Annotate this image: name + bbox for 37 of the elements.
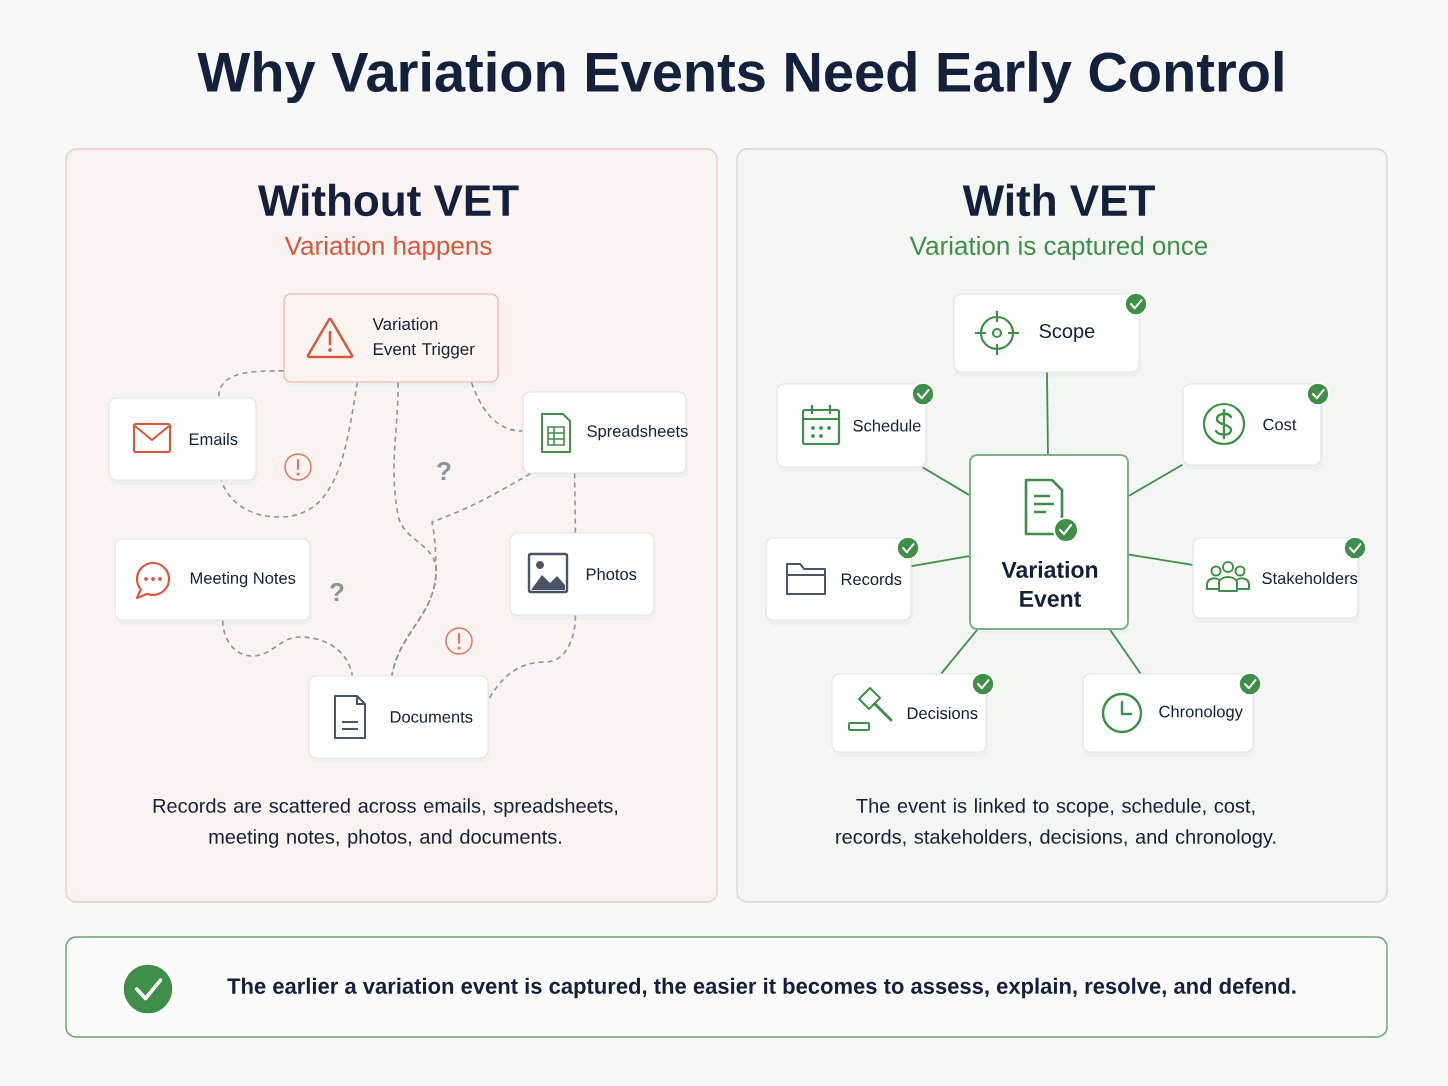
source-card: Meeting Notes xyxy=(114,538,312,625)
info-card: Schedule xyxy=(776,383,928,472)
info-card: Stakeholders xyxy=(1192,537,1360,623)
connector xyxy=(910,555,970,568)
info-card: Scope xyxy=(953,293,1141,377)
connector xyxy=(221,619,354,677)
source-card: Spreadsheets xyxy=(522,391,688,478)
connector xyxy=(1046,371,1049,455)
summary-banner: The earlier a variation event is captured, the easier it becomes to assess, explain, resolve, and defend. xyxy=(65,936,1388,1038)
title: Why Variation Events Need Early Control xyxy=(197,50,1283,104)
panel-subtitle: Variation happens xyxy=(284,235,492,261)
info-card: Records xyxy=(765,537,913,625)
source-card: Emails xyxy=(108,397,258,485)
panel-heading: Without VET xyxy=(258,183,519,217)
event-box: Variation Event xyxy=(969,454,1130,634)
connector xyxy=(217,370,285,399)
connector xyxy=(1109,629,1142,675)
trigger-box: Variation Event Trigger xyxy=(283,293,500,387)
connector xyxy=(470,381,524,432)
connector xyxy=(573,472,577,534)
panel-caption: Records are scattered across emails, spreadsheets, meeting notes, photos, and documents. xyxy=(153,798,618,848)
connector xyxy=(1128,463,1184,497)
panel-subtitle: Variation is captured once xyxy=(909,235,1208,261)
info-card: Cost xyxy=(1182,383,1323,470)
info-card: Chronology xyxy=(1082,673,1255,757)
connector xyxy=(391,472,532,677)
source-card: Photos xyxy=(509,532,656,620)
connector xyxy=(940,629,978,675)
connector xyxy=(487,614,577,701)
connector xyxy=(220,381,359,518)
panel-caption: The event is linked to scope, schedule, cost, records, stakeholders, decisions, and chronology. xyxy=(836,798,1276,848)
connector xyxy=(921,466,970,496)
source-card: Documents xyxy=(308,675,490,763)
connector xyxy=(1128,553,1194,566)
panel-heading: With VET xyxy=(962,183,1155,217)
question-mark: ? xyxy=(437,461,451,481)
info-card: Decisions xyxy=(831,673,988,757)
